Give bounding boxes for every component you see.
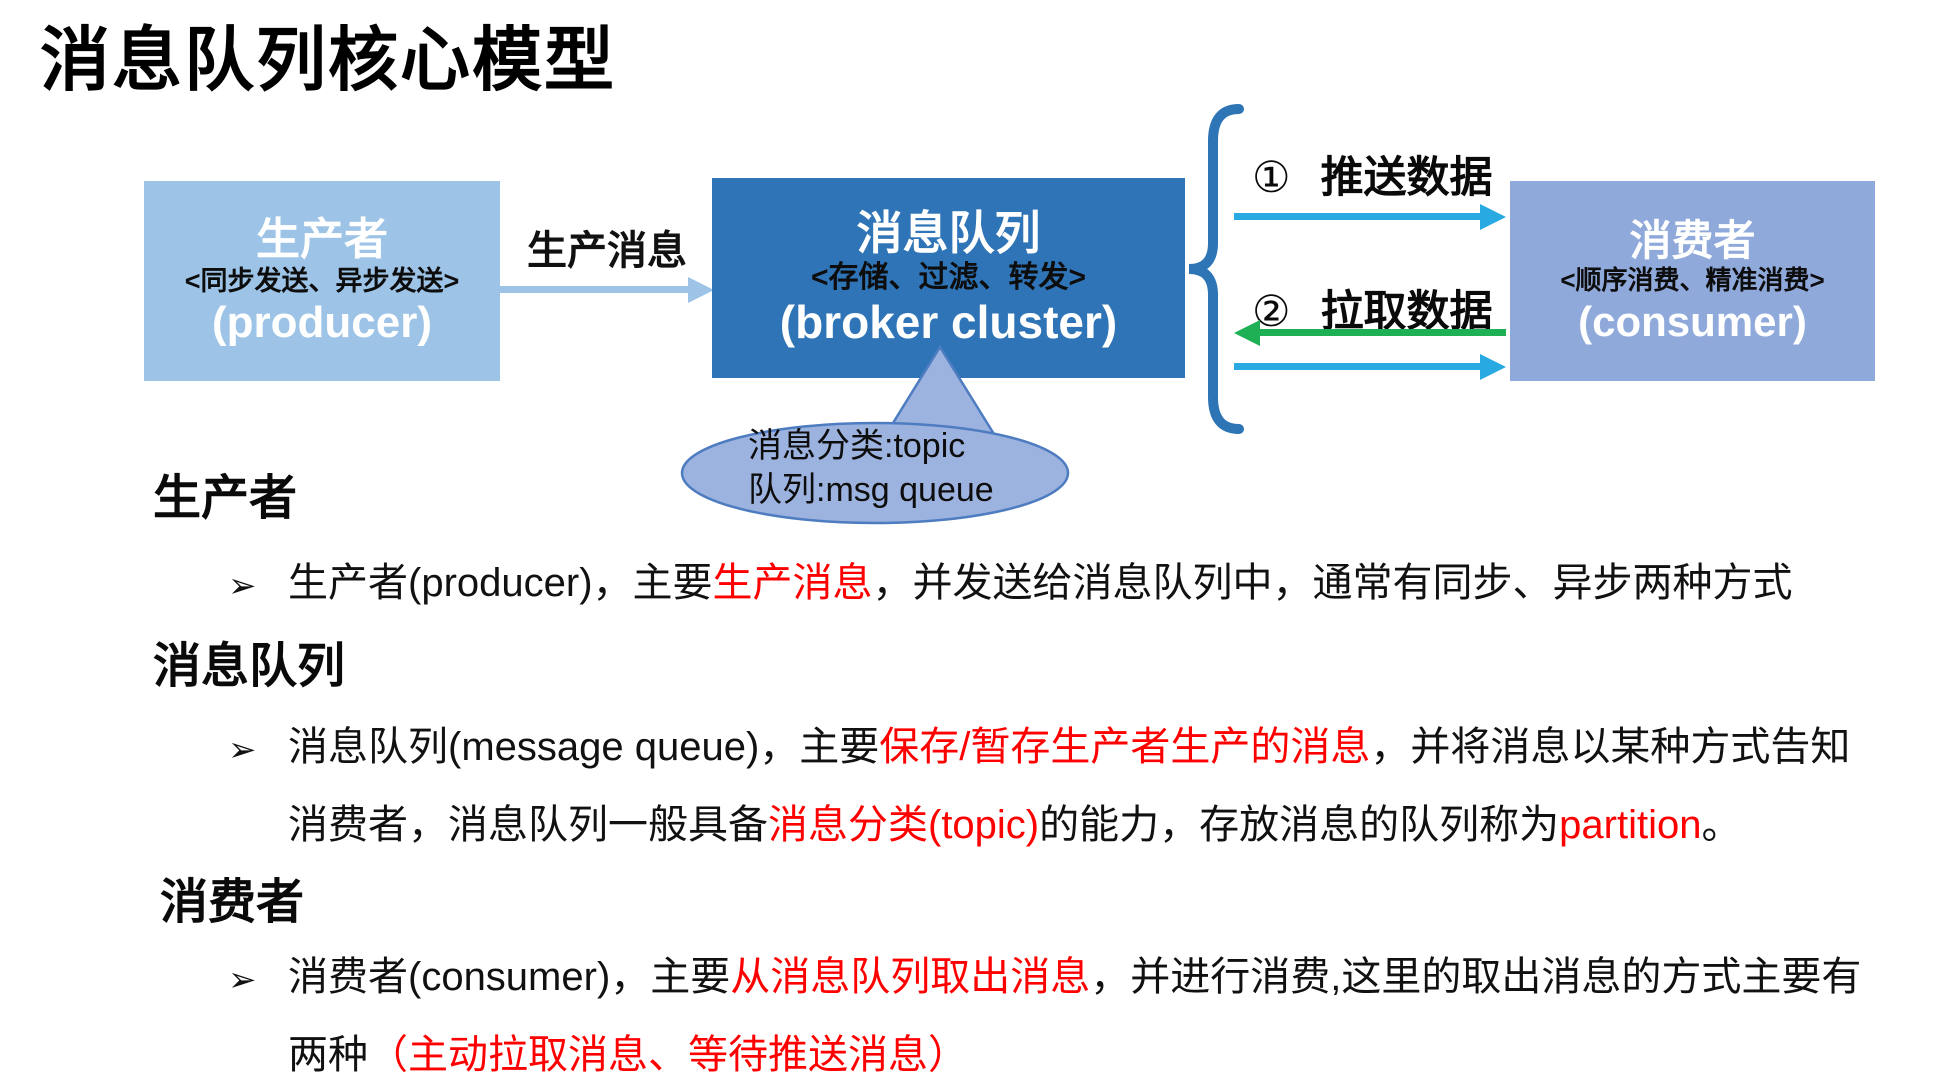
consumer-box-label: (consumer) — [1578, 297, 1807, 345]
page-title: 消息队列核心模型 — [40, 21, 616, 99]
text-segment: 从消息队列取出消息 — [730, 955, 1091, 999]
producer-box-subtitle: <同步发送、异步发送> — [184, 265, 460, 296]
consumer-box-subtitle: <顺序消费、精准消费> — [1560, 265, 1825, 296]
broker-box-title: 消息队列 — [856, 206, 1041, 259]
text-segment: 。 — [1701, 803, 1742, 847]
text-segment: partition — [1559, 803, 1702, 847]
text-segment: 消息队列(message queue)，主要 — [288, 725, 880, 769]
pull-return-arrow-head — [1480, 354, 1506, 380]
queue-bullet: ➢ 消息队列(message queue)，主要保存/暂存生产者生产的消息，并将消… — [228, 708, 1883, 864]
text-segment: ，并进行消费,这里的取出消息的方式主要有两种 — [288, 955, 1862, 1077]
produce-arrow-head — [688, 277, 714, 303]
brace-icon — [1188, 104, 1244, 434]
bubble-line2: 队列:msg queue — [748, 471, 994, 509]
pull-arrow-icon — [1234, 319, 1506, 346]
text-segment: 生产消息 — [712, 561, 873, 605]
push-arrow-icon — [1234, 203, 1506, 230]
pull-arrow-shaft — [1260, 329, 1506, 336]
bubble-line1: 消息分类:topic — [748, 427, 966, 465]
callout-bubble-icon — [680, 344, 1070, 525]
text-segment: ，并发送给消息队列中，通常有同步、异步两种方式 — [872, 561, 1793, 605]
text-segment: 的能力，存放消息的队列称为 — [1039, 803, 1560, 847]
producer-box-label: (producer) — [212, 298, 432, 348]
text-segment: 消费者(consumer)，主要 — [288, 955, 731, 999]
text-segment: （主动拉取消息、等待推送消息） — [368, 1033, 968, 1077]
broker-box: 消息队列 <存储、过滤、转发> (broker cluster) — [712, 178, 1185, 378]
text-segment: 消息分类(topic) — [768, 803, 1040, 847]
push-step: ① 推送数据 — [1252, 143, 1493, 205]
section-heading-consumer: 消费者 — [160, 876, 305, 929]
pull-return-arrow-icon — [1234, 353, 1506, 380]
producer-bullet: ➢ 生产者(producer)，主要生产消息，并发送给消息队列中，通常有同步、异步… — [228, 544, 1883, 622]
produce-arrow-shaft — [500, 286, 688, 293]
bullet-arrow-icon: ➢ — [228, 961, 257, 999]
section-heading-queue: 消息队列 — [153, 640, 346, 693]
produce-arrow-label: 生产消息 — [527, 229, 687, 273]
text-segment: 生产者(producer)，主要 — [288, 561, 713, 605]
section-heading-producer: 生产者 — [153, 472, 298, 525]
producer-box: 生产者 <同步发送、异步发送> (producer) — [144, 181, 500, 381]
consumer-box: 消费者 <顺序消费、精准消费> (consumer) — [1510, 181, 1875, 381]
push-label: 推送数据 — [1320, 154, 1493, 202]
circled-one-icon: ① — [1252, 154, 1291, 202]
consumer-box-title: 消费者 — [1629, 217, 1756, 265]
text-segment: ，并将消息以某种方式告知消费者，消息队列一般具备 — [288, 725, 1851, 847]
pull-arrow-head — [1234, 320, 1260, 346]
consumer-bullet: ➢ 消费者(consumer)，主要从消息队列取出消息，并进行消费,这里的取出消息… — [228, 938, 1883, 1080]
pull-return-arrow-shaft — [1234, 363, 1480, 370]
pull-label: 拉取数据 — [1320, 288, 1493, 336]
producer-box-title: 生产者 — [256, 214, 388, 264]
push-arrow-head — [1480, 204, 1506, 230]
text-segment: 保存/暂存生产者生产的消息 — [879, 725, 1371, 769]
broker-box-subtitle: <存储、过滤、转发> — [810, 261, 1087, 295]
produce-arrow-icon — [500, 276, 714, 303]
callout-bubble-text: 消息分类:topic 队列:msg queue — [748, 424, 994, 512]
broker-box-label: (broker cluster) — [779, 295, 1118, 348]
bullet-arrow-icon: ➢ — [228, 567, 257, 605]
push-arrow-shaft — [1234, 213, 1480, 220]
bullet-arrow-icon: ➢ — [228, 731, 257, 769]
